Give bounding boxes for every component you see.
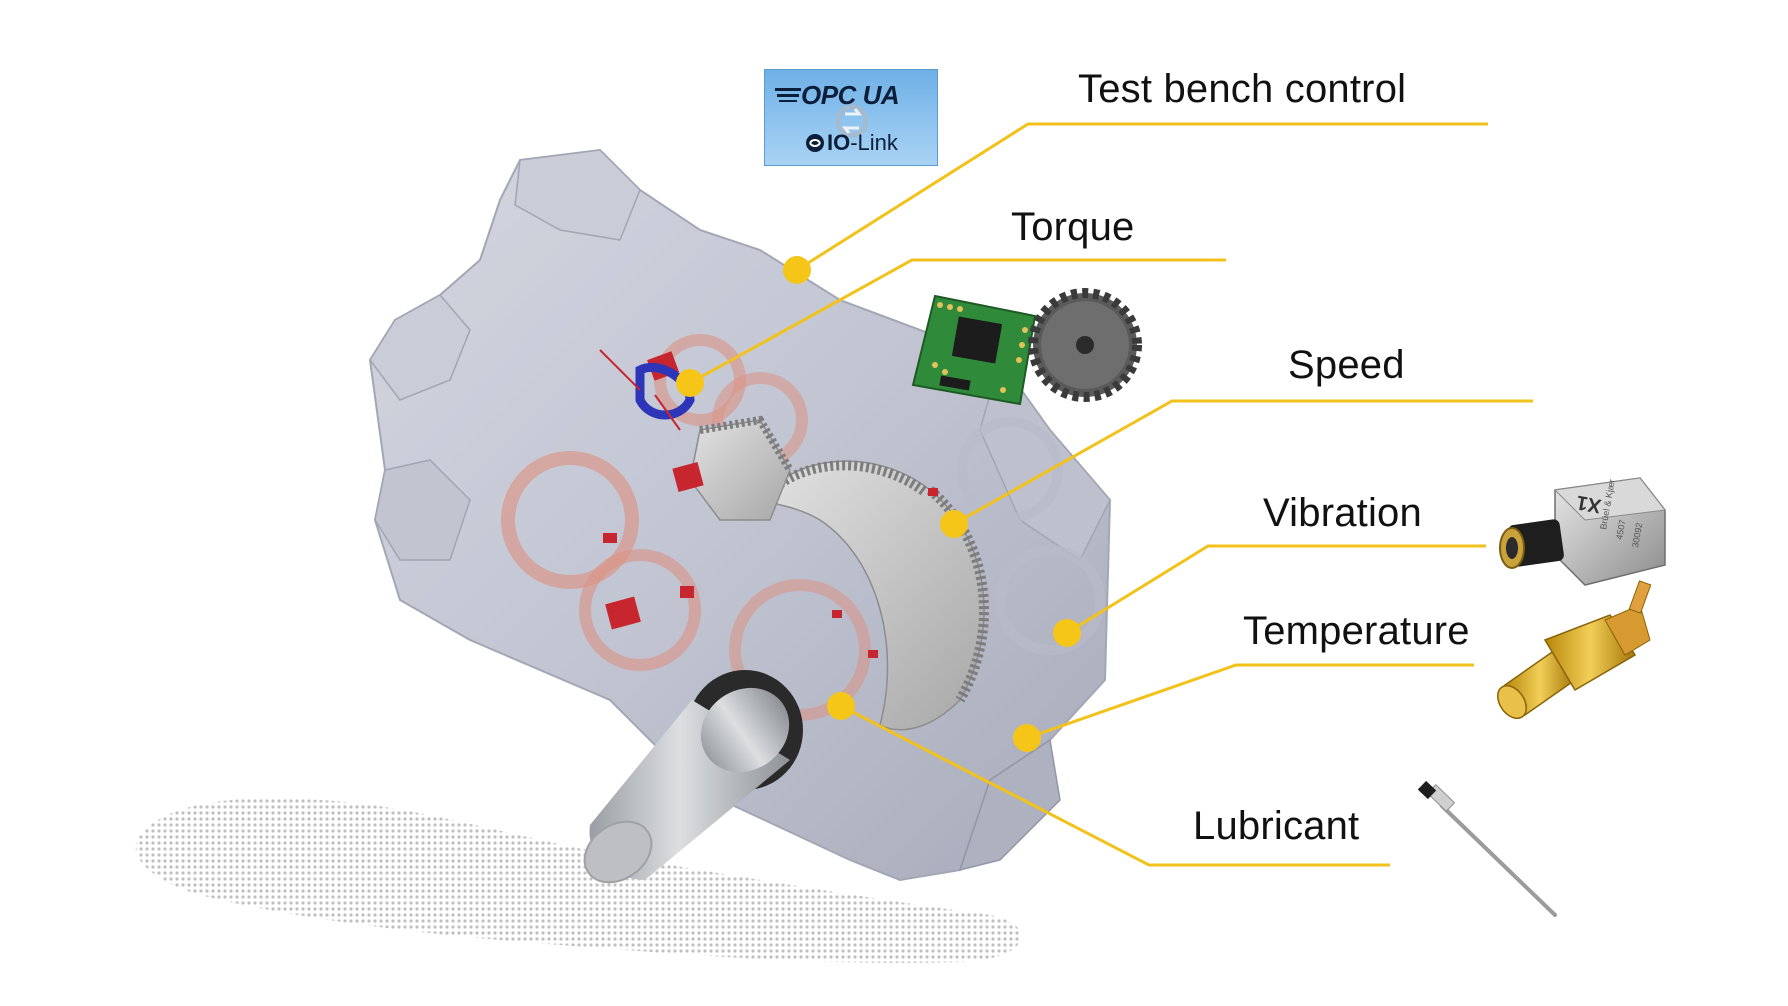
label-lubricant: Lubricant (1193, 804, 1360, 848)
label-vibration: Vibration (1263, 491, 1422, 535)
helical-gear (689, 415, 989, 731)
callout-line-test-bench (796, 122, 1488, 272)
label-test-bench-control: Test bench control (1078, 67, 1407, 111)
callout-dot-temperature (1013, 724, 1041, 752)
callout-dot-test-bench (783, 256, 811, 284)
label-torque: Torque (1011, 205, 1135, 249)
torque-pcb-image (911, 294, 1037, 406)
output-shaft (583, 670, 803, 884)
spur-gear-image (1028, 288, 1142, 402)
accelerometer-serial: 30092 (1630, 522, 1644, 548)
gearbox-shadow (135, 798, 1022, 963)
callout-line-torque (689, 258, 1226, 385)
link-text: -Link (850, 130, 898, 155)
label-temperature: Temperature (1243, 609, 1470, 653)
callout-line-vibration (1066, 544, 1486, 635)
callout-line-temperature (1026, 663, 1474, 740)
callout-dot-speed (940, 510, 968, 538)
callout-dot-torque (676, 369, 704, 397)
callout-dots (676, 256, 1081, 752)
io-text: IO (827, 130, 851, 155)
red-sensor-blocks (599, 349, 938, 658)
accelerometer-model: 4507 (1614, 519, 1627, 540)
io-link-text: IO-Link (827, 130, 898, 156)
label-speed: Speed (1288, 343, 1405, 387)
temperature-sensor-image (1496, 580, 1652, 720)
io-link-symbol-icon (806, 134, 824, 152)
accelerometer-image: X1 Brüel & Kjær 4507 30092 (1499, 477, 1666, 586)
opc-ua-io-link-logo: OPC UA IO-Link (764, 69, 938, 166)
callout-line-speed (953, 399, 1533, 526)
opc-logo-mark-icon (775, 88, 801, 102)
lubricant-probe-image (1417, 780, 1557, 917)
callout-lines (689, 122, 1533, 867)
callout-dot-vibration (1053, 619, 1081, 647)
accelerometer-marking: X1 (1575, 491, 1603, 517)
callout-line-lubricant (840, 704, 1390, 867)
sync-arrows-icon (835, 104, 869, 138)
callout-dot-lubricant (827, 692, 855, 720)
